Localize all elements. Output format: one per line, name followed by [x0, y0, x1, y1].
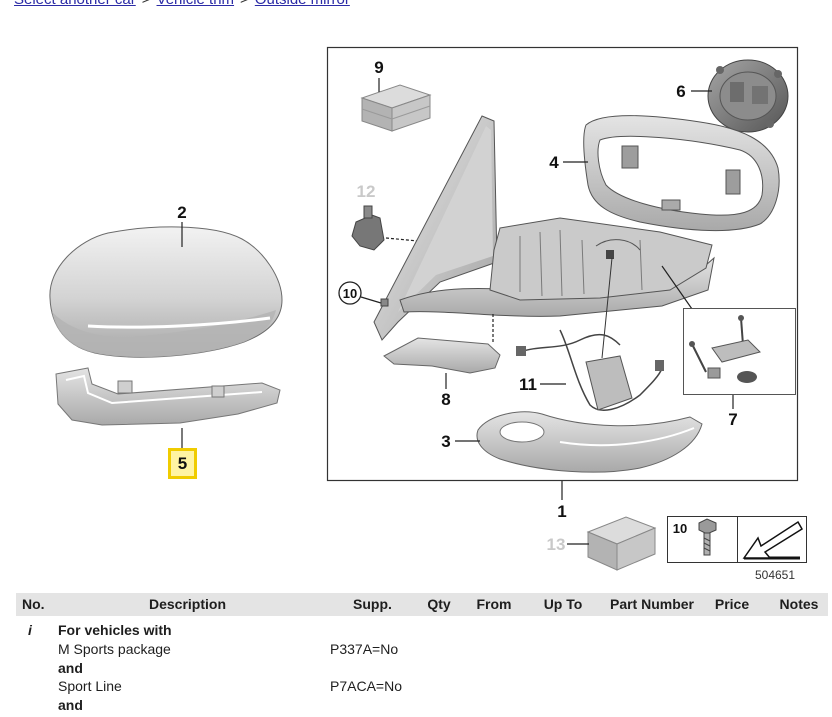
screw-legend-label: 10: [673, 521, 687, 536]
col-header-price: Price: [714, 596, 750, 612]
part-13-parts-box: [586, 516, 657, 571]
breadcrumb-separator: >: [142, 0, 151, 8]
condition-code: P7ACA=No: [330, 678, 402, 695]
condition-line: Sport Line P7ACA=No: [0, 677, 832, 696]
part-4-housing-frame: [583, 115, 780, 232]
part-7-pointer: [661, 265, 693, 310]
part-7-label[interactable]: 7: [728, 410, 737, 429]
condition-description: and: [58, 697, 83, 713]
condition-line: and: [0, 659, 832, 678]
mirror-base: [373, 115, 715, 341]
part-3-label[interactable]: 3: [441, 432, 450, 451]
part-9-label[interactable]: 9: [374, 58, 383, 77]
part-12-leader: [385, 237, 419, 242]
col-header-supp: Supp.: [353, 596, 392, 612]
col-header-qty: Qty: [427, 596, 451, 612]
col-header-up-to: Up To: [543, 596, 583, 612]
condition-line: and: [0, 696, 832, 715]
part-13-label[interactable]: 13: [547, 535, 566, 554]
col-header-notes: Notes: [779, 596, 819, 612]
part-4-label[interactable]: 4: [549, 153, 559, 172]
illustration-number: 504651: [755, 568, 795, 582]
breadcrumb-link-vehicle-trim[interactable]: Vehicle trim: [157, 0, 235, 8]
part-6-adjustment-motor: [707, 59, 789, 133]
part-6-label[interactable]: 6: [676, 82, 685, 101]
part-8-cover-shape: [383, 337, 501, 374]
col-header-no: No.: [22, 596, 45, 612]
condition-code: P337A=No: [330, 640, 399, 657]
condition-description: and: [58, 659, 83, 676]
breadcrumb: Select another car > Vehicle trim > Outside …: [14, 0, 350, 9]
col-header-part-number: Part Number: [609, 596, 695, 612]
assembly-frame: [326, 46, 799, 482]
col-header-from: From: [476, 596, 512, 612]
part-2-mirror-cap: [49, 226, 283, 358]
mirror-glass-carrier: [489, 217, 713, 301]
part-2-label[interactable]: 2: [177, 203, 186, 222]
part-12-label[interactable]: 12: [357, 182, 376, 201]
parts-table-info-row: i For vehicles with M Sports package P33…: [0, 621, 832, 715]
condition-description: Sport Line: [58, 678, 122, 695]
part-9-parts-box: [360, 84, 432, 132]
arrow-icon: [742, 520, 804, 560]
part-10-leader: [360, 296, 382, 304]
condition-description: For vehicles with: [58, 622, 172, 638]
parts-table-header: No. Description Supp. Qty From Up To Par…: [16, 593, 828, 616]
parts-diagram: 10: [49, 46, 807, 582]
part-10-label[interactable]: 10: [343, 286, 357, 301]
part-11-wiring-harness: [516, 257, 664, 411]
part-12-connector: [351, 205, 385, 251]
info-marker: i: [28, 622, 32, 638]
part-1-label[interactable]: 1: [557, 502, 566, 521]
part-7-mounting-kit: [689, 315, 761, 383]
breadcrumb-link-outside-mirror[interactable]: Outside mirror: [255, 0, 350, 8]
condition-description: M Sports package: [58, 640, 171, 657]
part-5-highlight[interactable]: 5: [168, 448, 197, 479]
part-8-label[interactable]: 8: [441, 390, 450, 409]
col-header-description: Description: [148, 596, 226, 612]
part-5-label[interactable]: 5: [178, 454, 187, 473]
condition-line: For vehicles with: [0, 621, 832, 640]
part-5-turn-signal: [55, 367, 281, 426]
screw-icon: [698, 518, 717, 556]
part-10-callout[interactable]: 10: [338, 281, 362, 305]
breadcrumb-link-select-car[interactable]: Select another car: [14, 0, 136, 8]
condition-line: M Sports package P337A=No: [0, 640, 832, 659]
part-11-label[interactable]: 11: [519, 375, 537, 394]
breadcrumb-separator: >: [240, 0, 249, 8]
part-3-lower-trim: [476, 411, 703, 473]
part-10-screw-shape: [380, 298, 389, 307]
